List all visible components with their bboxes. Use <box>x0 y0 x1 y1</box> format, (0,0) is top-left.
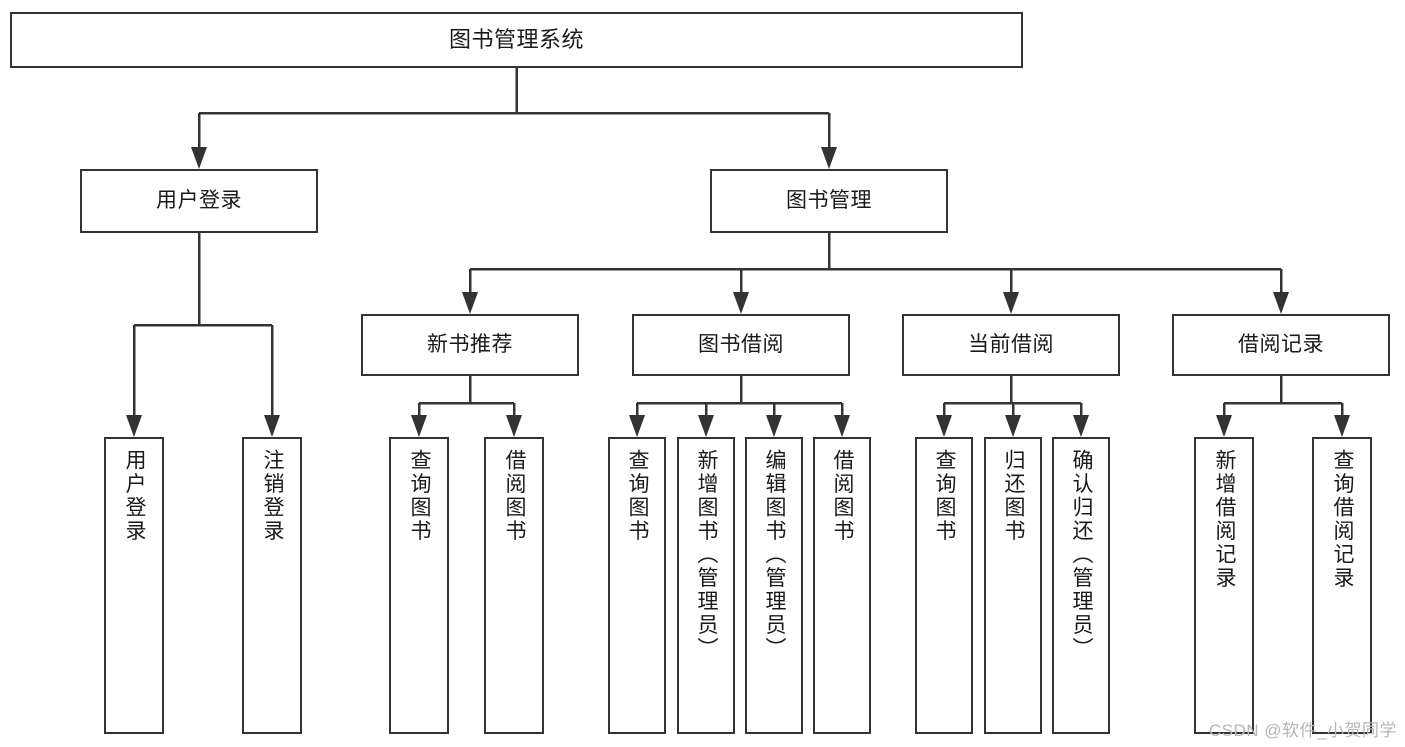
node-current-borrow[interactable]: 当前借阅 <box>902 314 1120 376</box>
node-leaf-query-record[interactable]: 查询借阅记录 <box>1312 437 1372 734</box>
node-label: 借阅图书 <box>831 449 855 543</box>
node-leaf-borrow-book-a[interactable]: 借阅图书 <box>484 437 544 734</box>
node-leaf-logout[interactable]: 注销登录 <box>242 437 302 734</box>
node-label: 借阅图书 <box>503 449 527 543</box>
node-leaf-return-book[interactable]: 归还图书 <box>984 437 1042 734</box>
node-leaf-query-book-c[interactable]: 查询图书 <box>915 437 973 734</box>
node-leaf-query-book-b[interactable]: 查询图书 <box>608 437 666 734</box>
node-label: 归还图书 <box>1002 449 1026 543</box>
node-book-borrow[interactable]: 图书借阅 <box>632 314 850 376</box>
node-label: 编辑图书（管理员） <box>763 449 787 661</box>
node-label: 新增图书（管理员） <box>695 449 719 661</box>
node-label: 查询图书 <box>408 449 432 543</box>
node-label: 确认归还（管理员） <box>1070 449 1094 661</box>
node-label: 新增借阅记录 <box>1213 449 1237 590</box>
node-root[interactable]: 图书管理系统 <box>10 12 1023 68</box>
node-label: 用户登录 <box>123 449 147 543</box>
node-label: 查询借阅记录 <box>1331 449 1355 590</box>
node-label: 查询图书 <box>626 449 650 543</box>
node-leaf-borrow-book-b[interactable]: 借阅图书 <box>813 437 871 734</box>
node-book-manage[interactable]: 图书管理 <box>710 169 948 233</box>
node-label: 当前借阅 <box>968 332 1054 356</box>
node-user-login[interactable]: 用户登录 <box>80 169 318 233</box>
node-label: 图书管理 <box>786 188 872 212</box>
node-label: 图书借阅 <box>698 332 784 356</box>
node-label: 借阅记录 <box>1238 332 1324 356</box>
node-label: 图书管理系统 <box>448 27 584 53</box>
watermark: CSDN @软件_小贺同学 <box>1208 721 1397 740</box>
node-label: 用户登录 <box>156 188 242 212</box>
node-label: 注销登录 <box>261 449 285 543</box>
node-leaf-query-book-a[interactable]: 查询图书 <box>389 437 449 734</box>
node-label: 新书推荐 <box>427 332 513 356</box>
node-leaf-add-record[interactable]: 新增借阅记录 <box>1194 437 1254 734</box>
node-new-book-recommend[interactable]: 新书推荐 <box>361 314 579 376</box>
node-borrow-record[interactable]: 借阅记录 <box>1172 314 1390 376</box>
node-leaf-confirm-return[interactable]: 确认归还（管理员） <box>1052 437 1110 734</box>
node-leaf-edit-book[interactable]: 编辑图书（管理员） <box>745 437 803 734</box>
node-leaf-add-book[interactable]: 新增图书（管理员） <box>677 437 735 734</box>
node-label: 查询图书 <box>933 449 957 543</box>
node-leaf-user-login[interactable]: 用户登录 <box>104 437 164 734</box>
